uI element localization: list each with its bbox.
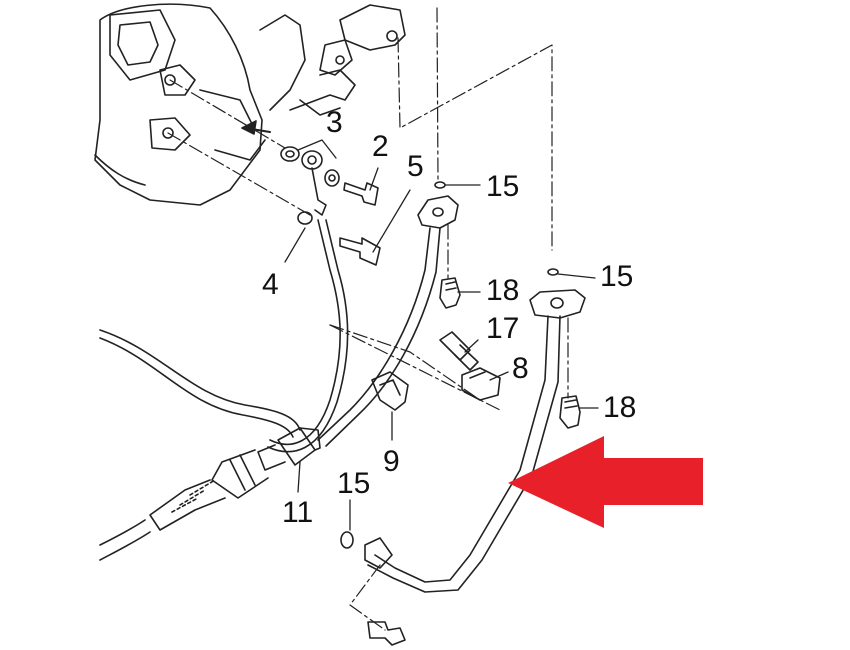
callout-2: 2 [372,130,389,163]
pipe-5 [317,195,459,447]
callout-15-upper: 15 [486,170,520,203]
callout-18-lower: 18 [603,391,637,424]
callout-9: 9 [383,445,400,478]
callout-17: 17 [486,312,520,345]
clamp-9 [371,371,409,411]
red-arrow-icon [508,436,703,528]
washer-bolt-assembly [280,146,381,266]
callout-11: 11 [282,496,314,529]
bottom-bolt [367,621,406,646]
highlighted-pipe [364,289,586,593]
bolt-17 [439,331,479,371]
bolt-18-lower [559,395,581,429]
callout-leaders [284,139,599,531]
fitting-11 [99,427,321,561]
pipe-4 [267,219,349,453]
hose-line [99,329,301,438]
arrow-left-icon [241,120,271,135]
engine-block [94,3,406,206]
callout-15-right: 15 [600,260,634,293]
bolt-18-upper [439,277,461,309]
callout-5: 5 [407,150,424,183]
callout-3: 3 [326,106,343,139]
callout-4: 4 [262,268,279,301]
clamp-8 [461,367,501,401]
callout-18-upper: 18 [486,274,520,307]
callout-8: 8 [512,352,529,385]
callout-15-lower: 15 [337,467,371,500]
